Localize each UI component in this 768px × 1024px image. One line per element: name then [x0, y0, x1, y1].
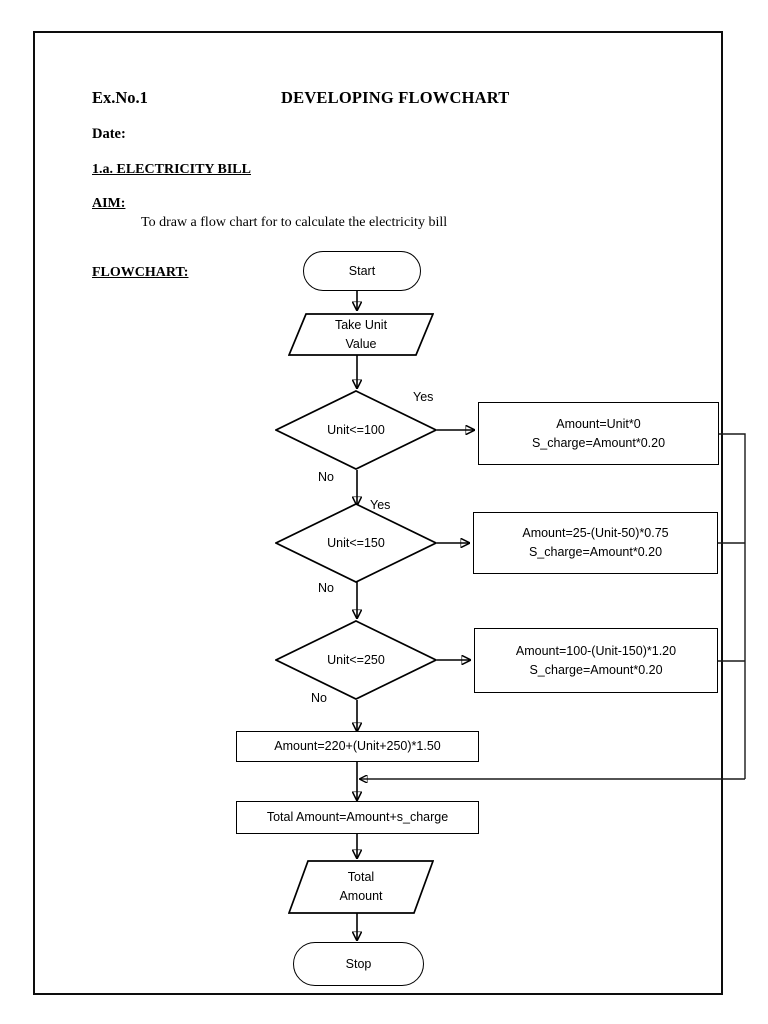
flow-node-decision-unit-250-label: Unit<=250 [327, 653, 385, 667]
flow-node-process-1-line2: S_charge=Amount*0.20 [531, 435, 666, 450]
flow-node-process-2-line1: Amount=25-(Unit-50)*0.75 [522, 526, 669, 541]
flow-node-process-3: Amount=100-(Unit-150)*1.20 S_charge=Amou… [474, 628, 718, 693]
flow-node-output-total-line2: Amount [339, 889, 383, 903]
page-title: DEVELOPING FLOWCHART [281, 88, 510, 107]
flow-node-stop-label: Stop [345, 956, 372, 971]
flow-node-decision-unit-100-label: Unit<=100 [327, 423, 385, 437]
flow-node-process-1: Amount=Unit*0 S_charge=Amount*0.20 [478, 402, 719, 465]
parallelogram-shape [288, 313, 434, 356]
diamond-shape [275, 503, 437, 583]
date-label: Date: [92, 126, 126, 142]
flow-node-process-total: Total Amount=Amount+s_charge [236, 801, 479, 834]
flow-node-decision-unit-150-label: Unit<=150 [327, 536, 385, 550]
edge-label-yes-2: Yes [370, 498, 391, 512]
diamond-shape [275, 620, 437, 700]
parallelogram-shape [288, 860, 434, 914]
flow-node-process-total-label: Total Amount=Amount+s_charge [266, 810, 449, 825]
edge-label-yes-1: Yes [413, 390, 434, 404]
flow-node-process-3-line1: Amount=100-(Unit-150)*1.20 [515, 643, 677, 658]
flow-node-start: Start [303, 251, 421, 291]
flow-node-decision-unit-250: Unit<=250 [275, 620, 437, 700]
flow-node-output-total: Total Amount [288, 860, 434, 914]
flow-node-input-unit: Take Unit Value [288, 313, 434, 356]
flow-node-output-total-line1: Total [347, 870, 375, 885]
diamond-shape [275, 390, 437, 470]
section-heading: 1.a. ELECTRICITY BILL [92, 162, 251, 177]
flow-node-input-unit-line2: Value [345, 336, 377, 351]
flow-node-decision-unit-100: Unit<=100 [275, 390, 437, 470]
aim-body-text: To draw a flow chart for to calculate th… [141, 215, 448, 230]
flow-node-process-2-line2: S_charge=Amount*0.20 [528, 545, 663, 559]
edge-label-no-3: No [311, 691, 327, 705]
exercise-number: Ex.No.1 [92, 88, 148, 107]
aim-heading: AIM: [92, 196, 126, 211]
flowchart-heading: FLOWCHART: [92, 265, 189, 280]
flow-node-start-label: Start [348, 263, 376, 278]
edge-label-no-1: No [318, 470, 334, 484]
flow-node-process-2: Amount=25-(Unit-50)*0.75 S_charge=Amount… [473, 512, 718, 574]
flow-node-process-3-line2: S_charge=Amount*0.20 [529, 662, 663, 677]
flow-node-input-unit-line1: Take Unit [334, 317, 388, 332]
edge-label-no-2: No [318, 581, 334, 595]
flow-node-decision-unit-150: Unit<=150 [275, 503, 437, 583]
flow-node-process-else: Amount=220+(Unit+250)*1.50 [236, 731, 479, 762]
flow-node-process-1-line1: Amount=Unit*0 [556, 416, 641, 431]
flow-node-stop: Stop [293, 942, 424, 986]
flow-node-process-else-label: Amount=220+(Unit+250)*1.50 [274, 739, 441, 754]
